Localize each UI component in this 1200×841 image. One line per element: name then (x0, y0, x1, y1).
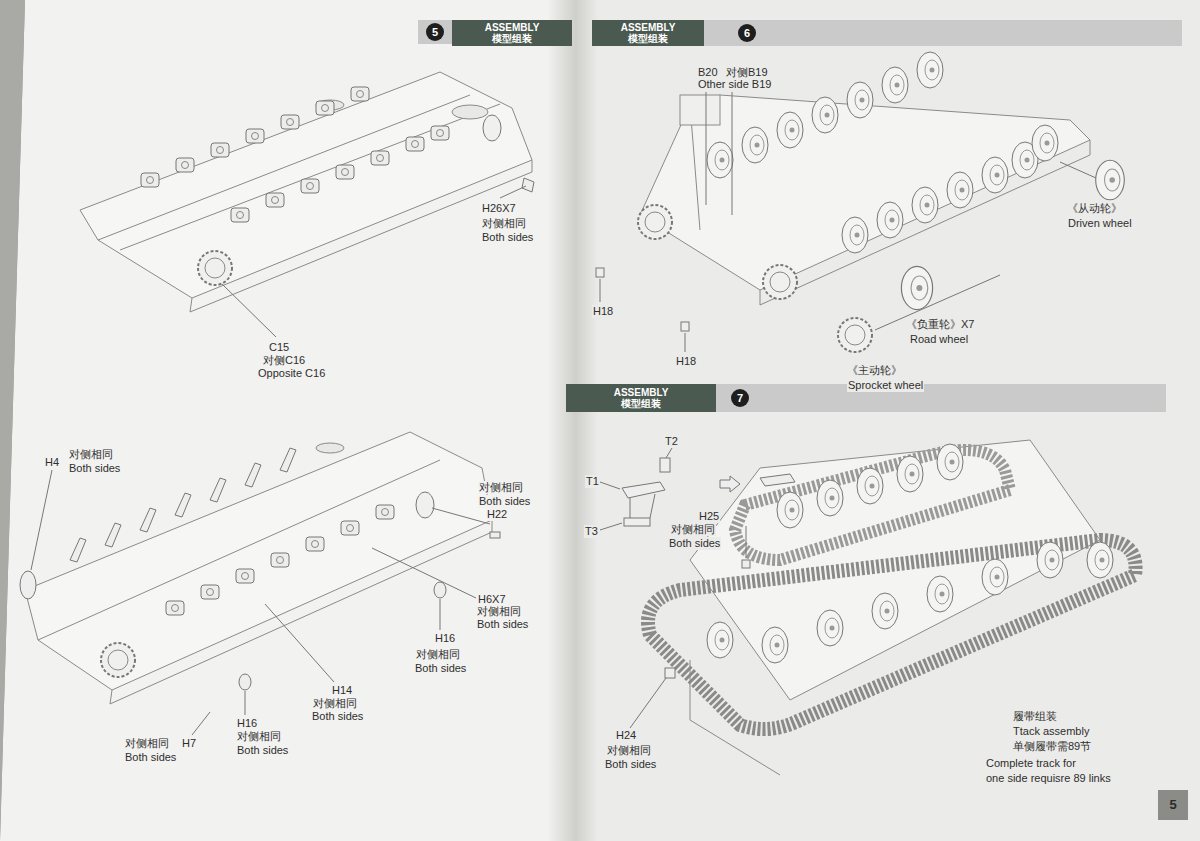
number-text: 7 (737, 392, 743, 404)
header-text: 模型组装 (492, 33, 532, 44)
callout-note: 对侧相同 (670, 523, 716, 536)
callout-note: Both sides (311, 710, 364, 723)
callout-note: 《负重轮》X7 (905, 318, 975, 331)
callout-note: Driven wheel (1067, 217, 1133, 230)
assembly-header: ASSEMBLY模型组装 (566, 384, 716, 412)
header-text: ASSEMBLY (621, 22, 676, 33)
callout-note: 对侧相同 (236, 730, 282, 743)
callout-note: Road wheel (909, 333, 969, 346)
part-callout: H18 (675, 355, 697, 368)
part-callout: H24 (615, 729, 637, 742)
callout-note: Both sides (68, 462, 121, 475)
part-callout: H7 (181, 737, 197, 750)
callout-note: Both sides (478, 495, 531, 508)
callout-note: 对侧C16 (262, 354, 306, 367)
callout-note: Both sides (481, 231, 534, 244)
assembly-header: ASSEMBLY模型组装 (452, 20, 572, 46)
part-callout: C15 (268, 341, 290, 354)
callout-note: 对侧相同 (68, 448, 114, 461)
callout-note: Both sides (414, 662, 467, 675)
callout-note: 《主动轮》 (846, 364, 903, 377)
callout-note: Both sides (236, 744, 289, 757)
part-callout: T2 (664, 435, 679, 448)
callout-note: 对侧相同 (124, 737, 170, 750)
assembly-header: ASSEMBLY模型组装 (592, 20, 704, 46)
callout-note: Complete track for (985, 757, 1077, 770)
number-text: 6 (744, 27, 750, 39)
callout-note: Both sides (668, 537, 721, 550)
part-callout: H16 (236, 717, 258, 730)
callout-note: Sprocket wheel (847, 379, 924, 392)
callout-note: 履带组装 (1012, 710, 1058, 723)
number-text: 5 (1169, 798, 1176, 812)
part-callout: H26X7 (481, 202, 517, 215)
number-text: 5 (432, 26, 438, 38)
header-text: 模型组装 (628, 33, 668, 44)
callout-note: 对侧相同 (481, 217, 527, 230)
part-callout: H18 (592, 305, 614, 318)
part-callout: H25 (698, 510, 720, 523)
callout-note: 对侧相同 (606, 744, 652, 757)
callout-note: 单侧履带需89节 (1012, 740, 1092, 753)
step-number: 7 (731, 389, 749, 407)
header-text: 模型组装 (621, 398, 661, 409)
callout-note: Both sides (124, 751, 177, 764)
part-callout: T1 (585, 475, 600, 488)
part-callout: H16 (434, 632, 456, 645)
part-callout: H4 (44, 456, 60, 469)
callout-note: 《从动轮》 (1066, 202, 1123, 215)
part-callout: T3 (584, 525, 599, 538)
part-callout: H14 (331, 684, 353, 697)
callout-note: Other side B19 (697, 78, 772, 91)
callout-note: 对侧相同 (312, 697, 358, 710)
callout-note: 对侧相同 (478, 481, 524, 494)
callout-note: Ttack assembly (1012, 725, 1090, 738)
step-number: 6 (738, 24, 756, 42)
callout-note: one side requisre 89 links (985, 772, 1112, 785)
callout-note: Both sides (476, 618, 529, 631)
header-text: ASSEMBLY (614, 387, 669, 398)
part-callout: H22 (486, 508, 508, 521)
header-text: ASSEMBLY (485, 22, 540, 33)
page-number: 5 (1158, 790, 1188, 820)
callout-note: 对侧相同 (415, 648, 461, 661)
callout-note: 对侧相同 (476, 605, 522, 618)
callout-note: Opposite C16 (257, 367, 326, 380)
step-number: 5 (426, 23, 444, 41)
callout-note: Both sides (604, 758, 657, 771)
